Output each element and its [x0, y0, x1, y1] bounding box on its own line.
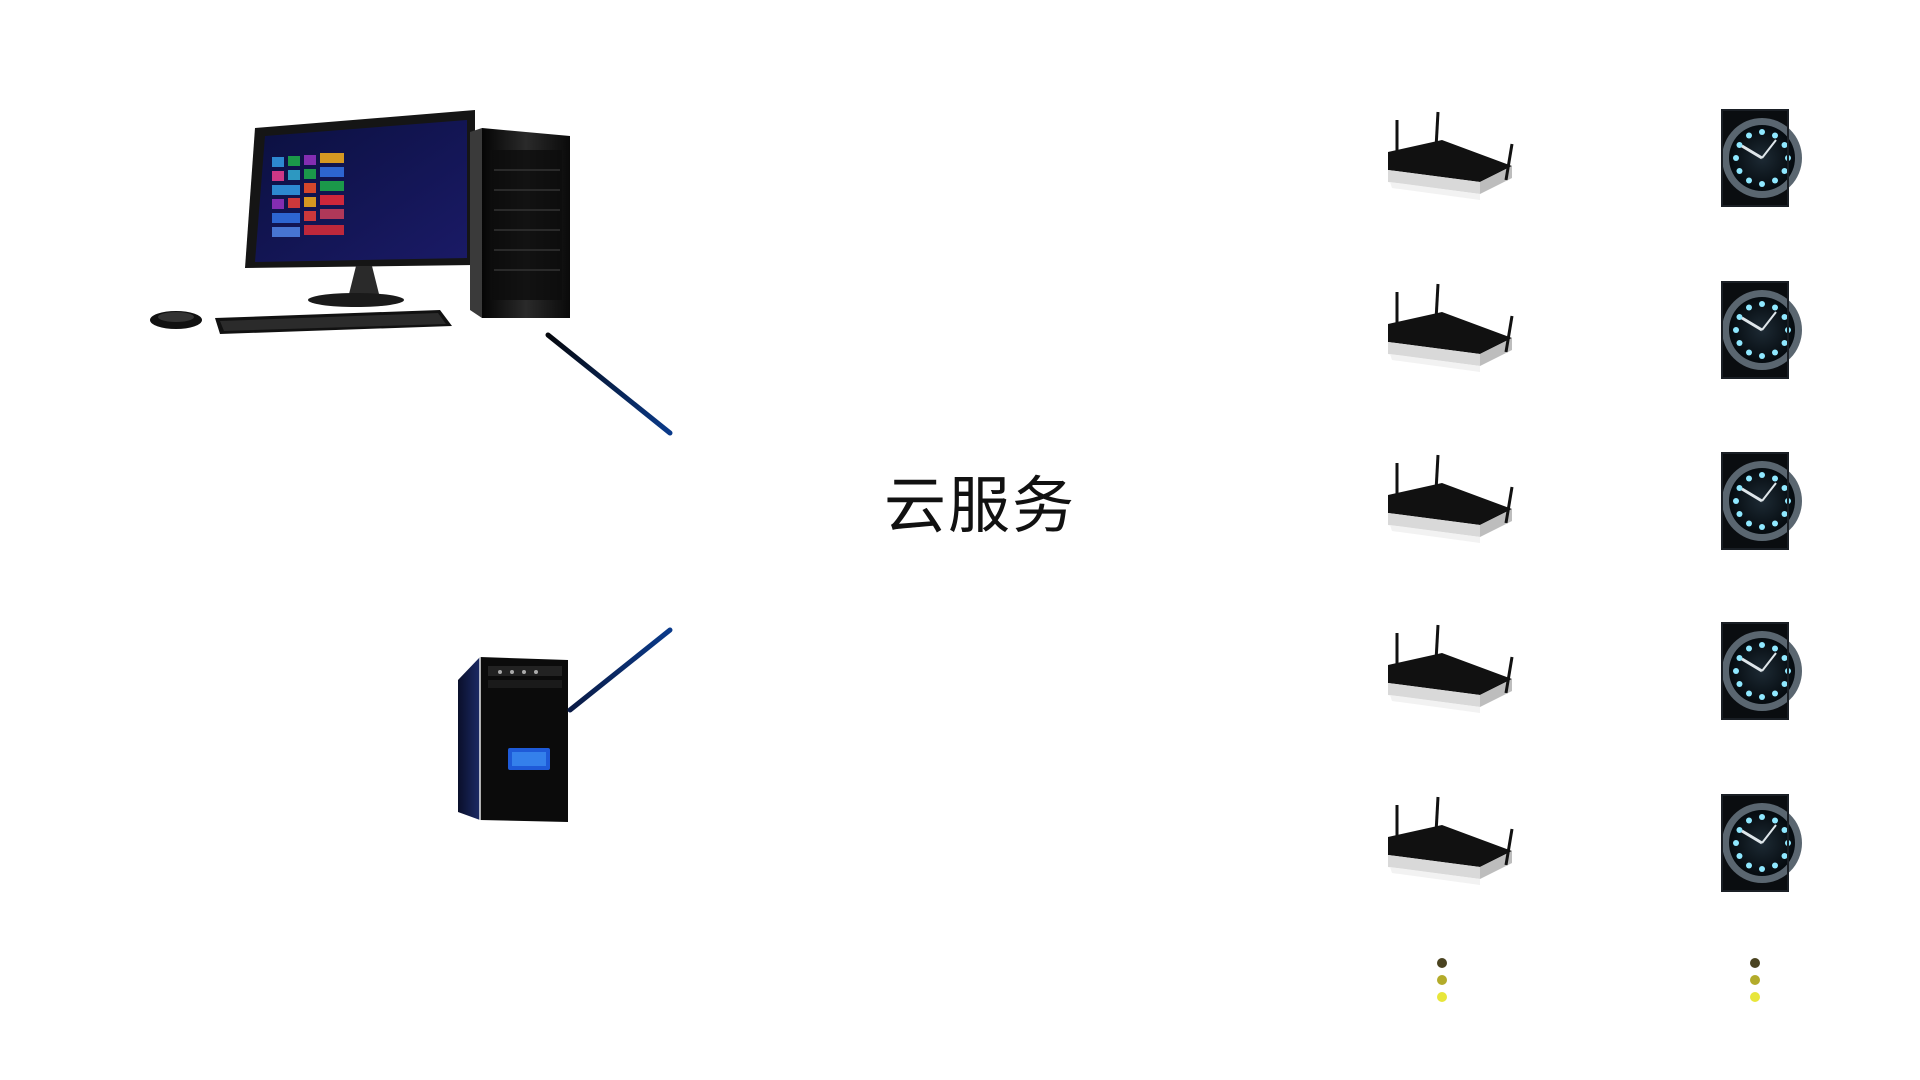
wifi-router-icon: [1388, 283, 1514, 372]
device-row: [1388, 109, 1802, 207]
wifi-router-icon: [1388, 624, 1514, 713]
watch-device-icon: [1721, 622, 1802, 720]
server-connection-line: [567, 627, 673, 713]
device-row: [1388, 622, 1802, 720]
watch-device-icon: [1721, 794, 1802, 892]
watch-device-icon: [1721, 452, 1802, 550]
device-row: [1388, 281, 1802, 379]
wifi-router-icon: [1388, 796, 1514, 885]
wifi-router-icon: [1388, 454, 1514, 543]
tower-server-icon: [458, 657, 568, 822]
device-row: [1388, 452, 1802, 550]
more-routers-dots: [1437, 958, 1447, 1002]
watch-device-icon: [1721, 109, 1802, 207]
wifi-router-icon: [1388, 111, 1514, 200]
desktop-computer-icon: [150, 110, 570, 334]
watch-device-icon: [1721, 281, 1802, 379]
cloud-service-label: 云服务: [883, 469, 1076, 542]
pc-connection-line: [545, 332, 673, 436]
device-row: [1388, 794, 1802, 892]
more-devices-dots: [1750, 958, 1760, 1002]
